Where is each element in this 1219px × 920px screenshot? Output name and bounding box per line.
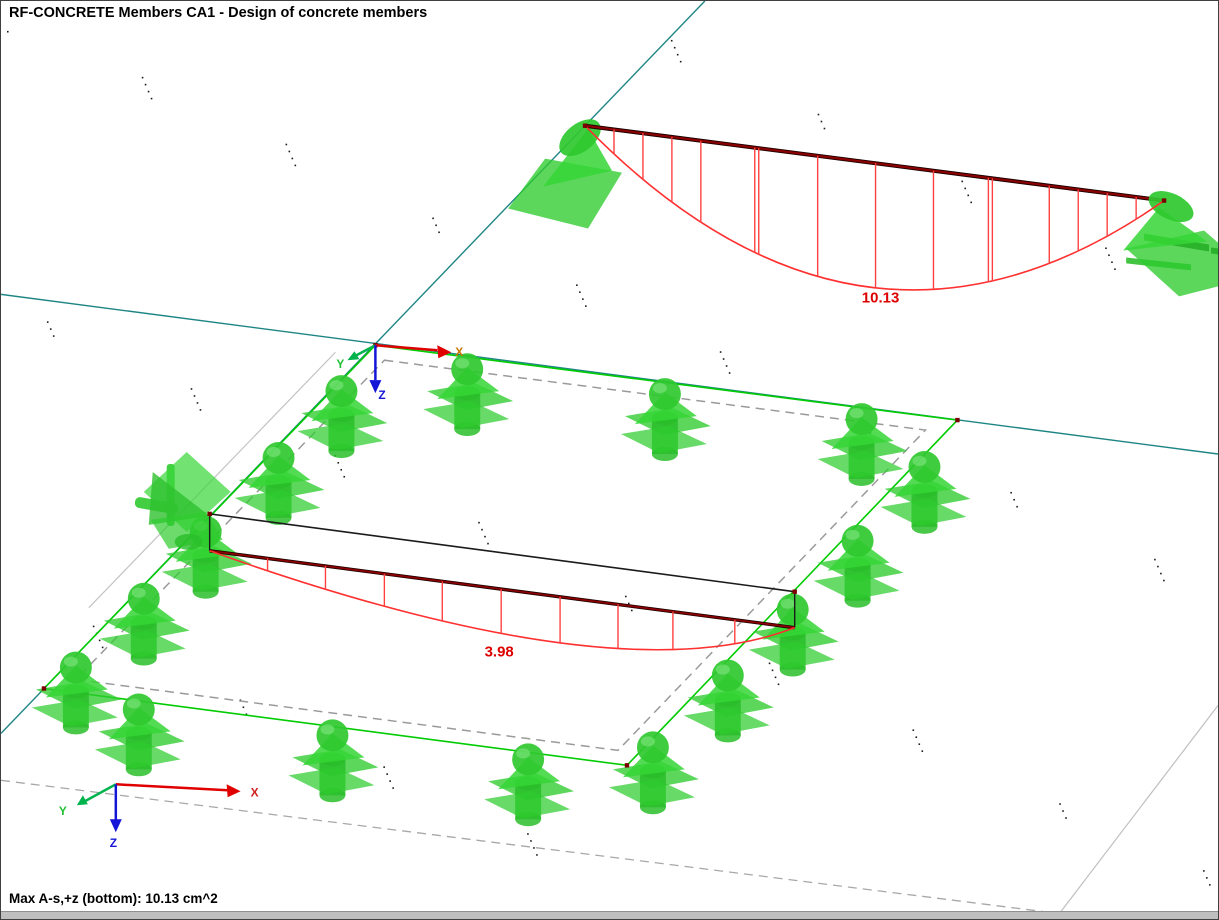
bottom-beam-diagram-curve [209, 550, 795, 651]
workplane-boundary-lines [1, 351, 1218, 919]
corner-x-axis-label: X [251, 785, 259, 799]
corner-y-axis-label: Y [59, 804, 67, 818]
coordinate-triad-corner: X Y Z [59, 783, 259, 850]
structure-node[interactable] [624, 763, 630, 768]
top-beam-diagram-curve [584, 125, 1165, 291]
beam-hinge-support[interactable] [134, 452, 231, 550]
top-beam-diagram-hatching [613, 129, 1137, 290]
render-title: RF-CONCRETE Members CA1 - Design of conc… [9, 5, 428, 21]
origin-y-axis-label: Y [336, 357, 344, 371]
structure-node[interactable] [792, 589, 797, 594]
nodal-support[interactable] [683, 659, 774, 743]
grid-dots [6, 30, 1211, 886]
structure-nodes[interactable] [41, 123, 1167, 768]
coordinate-triad-origin: X Y Z [336, 344, 463, 402]
nodal-support[interactable] [423, 353, 514, 437]
top-beam-left-support[interactable] [508, 112, 622, 229]
bottom-beam[interactable]: 3.98 [208, 513, 796, 661]
nodal-support[interactable] [99, 582, 190, 666]
status-max-reinforcement: Max A-s,+z (bottom): 10.13 cm^2 [9, 891, 218, 906]
nodal-support[interactable] [813, 524, 904, 608]
nodal-support[interactable] [288, 719, 379, 803]
origin-x-axis-label: X [455, 345, 463, 359]
origin-z-axis-label: Z [378, 388, 385, 402]
structure-node[interactable] [1161, 198, 1167, 203]
guide-lines [1, 1, 1218, 734]
structure-node[interactable] [41, 686, 47, 691]
nodal-support[interactable] [817, 403, 908, 486]
window-bottom-strip [1, 911, 1218, 919]
guide-line-horizontal [1, 293, 1218, 455]
bottom-beam-diagram-hatching [266, 558, 736, 650]
bottom-beam-max-value-label: 3.98 [485, 644, 514, 661]
nodal-support[interactable] [748, 593, 839, 677]
corner-z-axis-label: Z [110, 836, 117, 850]
structure-node[interactable] [955, 417, 960, 423]
structure-node[interactable] [582, 123, 588, 128]
nodal-support[interactable] [234, 442, 325, 525]
top-beam[interactable]: 10.13 [508, 112, 1218, 306]
nodal-support[interactable] [609, 731, 699, 815]
top-beam-right-support[interactable] [1123, 185, 1218, 297]
bottom-beam-top-edge[interactable] [209, 513, 795, 593]
nodal-support[interactable] [31, 651, 122, 735]
structure-node[interactable] [207, 511, 212, 517]
top-beam-max-value-label: 10.13 [862, 289, 899, 306]
nodal-support[interactable] [620, 378, 711, 461]
